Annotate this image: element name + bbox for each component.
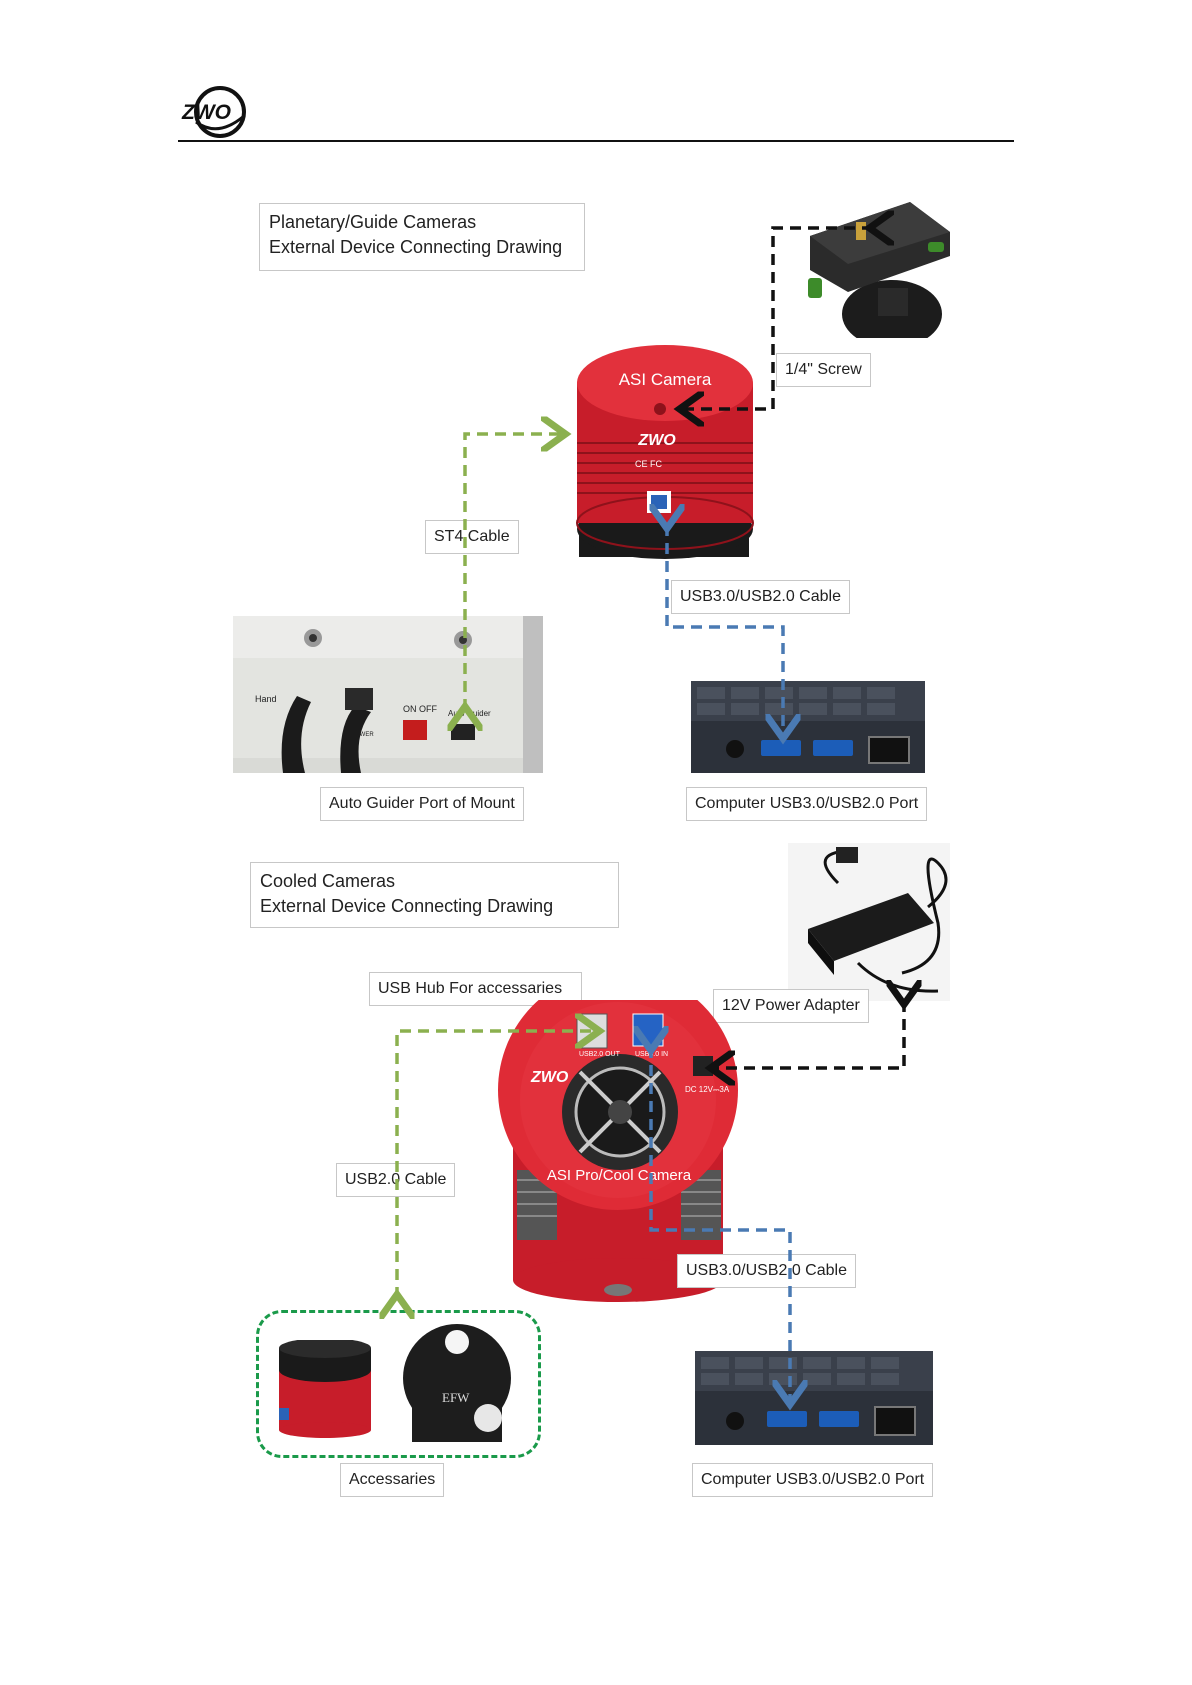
section2-title-line1: Cooled Cameras xyxy=(260,871,396,891)
svg-text:ASI Pro/Cool Camera: ASI Pro/Cool Camera xyxy=(547,1167,692,1184)
section1-title-line1: Planetary/Guide Cameras xyxy=(269,212,477,232)
section2-title: Cooled Cameras External Device Connectin… xyxy=(250,862,619,928)
asi-camera-photo: ASI Camera ZWO CE FC xyxy=(565,343,765,561)
svg-text:EFW: EFW xyxy=(442,1390,470,1405)
svg-text:CE FC: CE FC xyxy=(635,459,663,469)
svg-text:Auto Guider: Auto Guider xyxy=(448,709,491,718)
usb-cable-label-1: USB3.0/USB2.0 Cable xyxy=(671,580,850,614)
mount-label: Auto Guider Port of Mount xyxy=(320,787,524,821)
svg-text:DC 12V⎓3A: DC 12V⎓3A xyxy=(685,1085,730,1094)
svg-text:USB2.0 OUT: USB2.0 OUT xyxy=(579,1051,621,1058)
filter-wheel-photo: EFW xyxy=(398,1322,516,1446)
section1-title: Planetary/Guide Cameras External Device … xyxy=(259,203,585,271)
header: ZWO xyxy=(178,82,1014,142)
svg-text:ZWO: ZWO xyxy=(637,432,676,449)
usb-cable-label-2: USB3.0/USB2.0 Cable xyxy=(677,1254,856,1288)
computer-label-1: Computer USB3.0/USB2.0 Port xyxy=(686,787,928,821)
svg-text:ZWO: ZWO xyxy=(181,101,231,124)
tripod-mount-photo xyxy=(800,196,955,338)
computer-port-photo-1 xyxy=(691,681,925,773)
usb2-cable-label: USB2.0 Cable xyxy=(336,1163,456,1197)
st4-cable-label: ST4 Cable xyxy=(425,520,519,554)
computer-port-photo-2 xyxy=(695,1351,933,1445)
screw-label: 1/4" Screw xyxy=(776,353,871,387)
section2-title-line2: External Device Connecting Drawing xyxy=(260,896,554,916)
svg-text:POWER: POWER xyxy=(351,732,374,738)
section1-title-line2: External Device Connecting Drawing xyxy=(269,237,563,257)
svg-text:Hand: Hand xyxy=(255,694,277,704)
usb-hub-label: USB Hub For accessaries xyxy=(369,972,582,1006)
svg-text:USB3.0 IN: USB3.0 IN xyxy=(635,1051,668,1058)
zwo-logo-icon: ZWO xyxy=(181,86,246,138)
computer-label-2: Computer USB3.0/USB2.0 Port xyxy=(692,1463,934,1497)
svg-text:ASI Camera: ASI Camera xyxy=(619,370,712,389)
accessory-camera-photo xyxy=(275,1340,375,1440)
svg-text:ZWO: ZWO xyxy=(530,1069,569,1086)
mount-port-photo: Hand ON OFF Auto Guider POWER xyxy=(233,616,543,773)
svg-text:ON OFF: ON OFF xyxy=(403,704,437,714)
header-rule xyxy=(178,140,1014,142)
accessories-label: Accessaries xyxy=(340,1463,445,1497)
power-adapter-photo xyxy=(788,843,950,1001)
